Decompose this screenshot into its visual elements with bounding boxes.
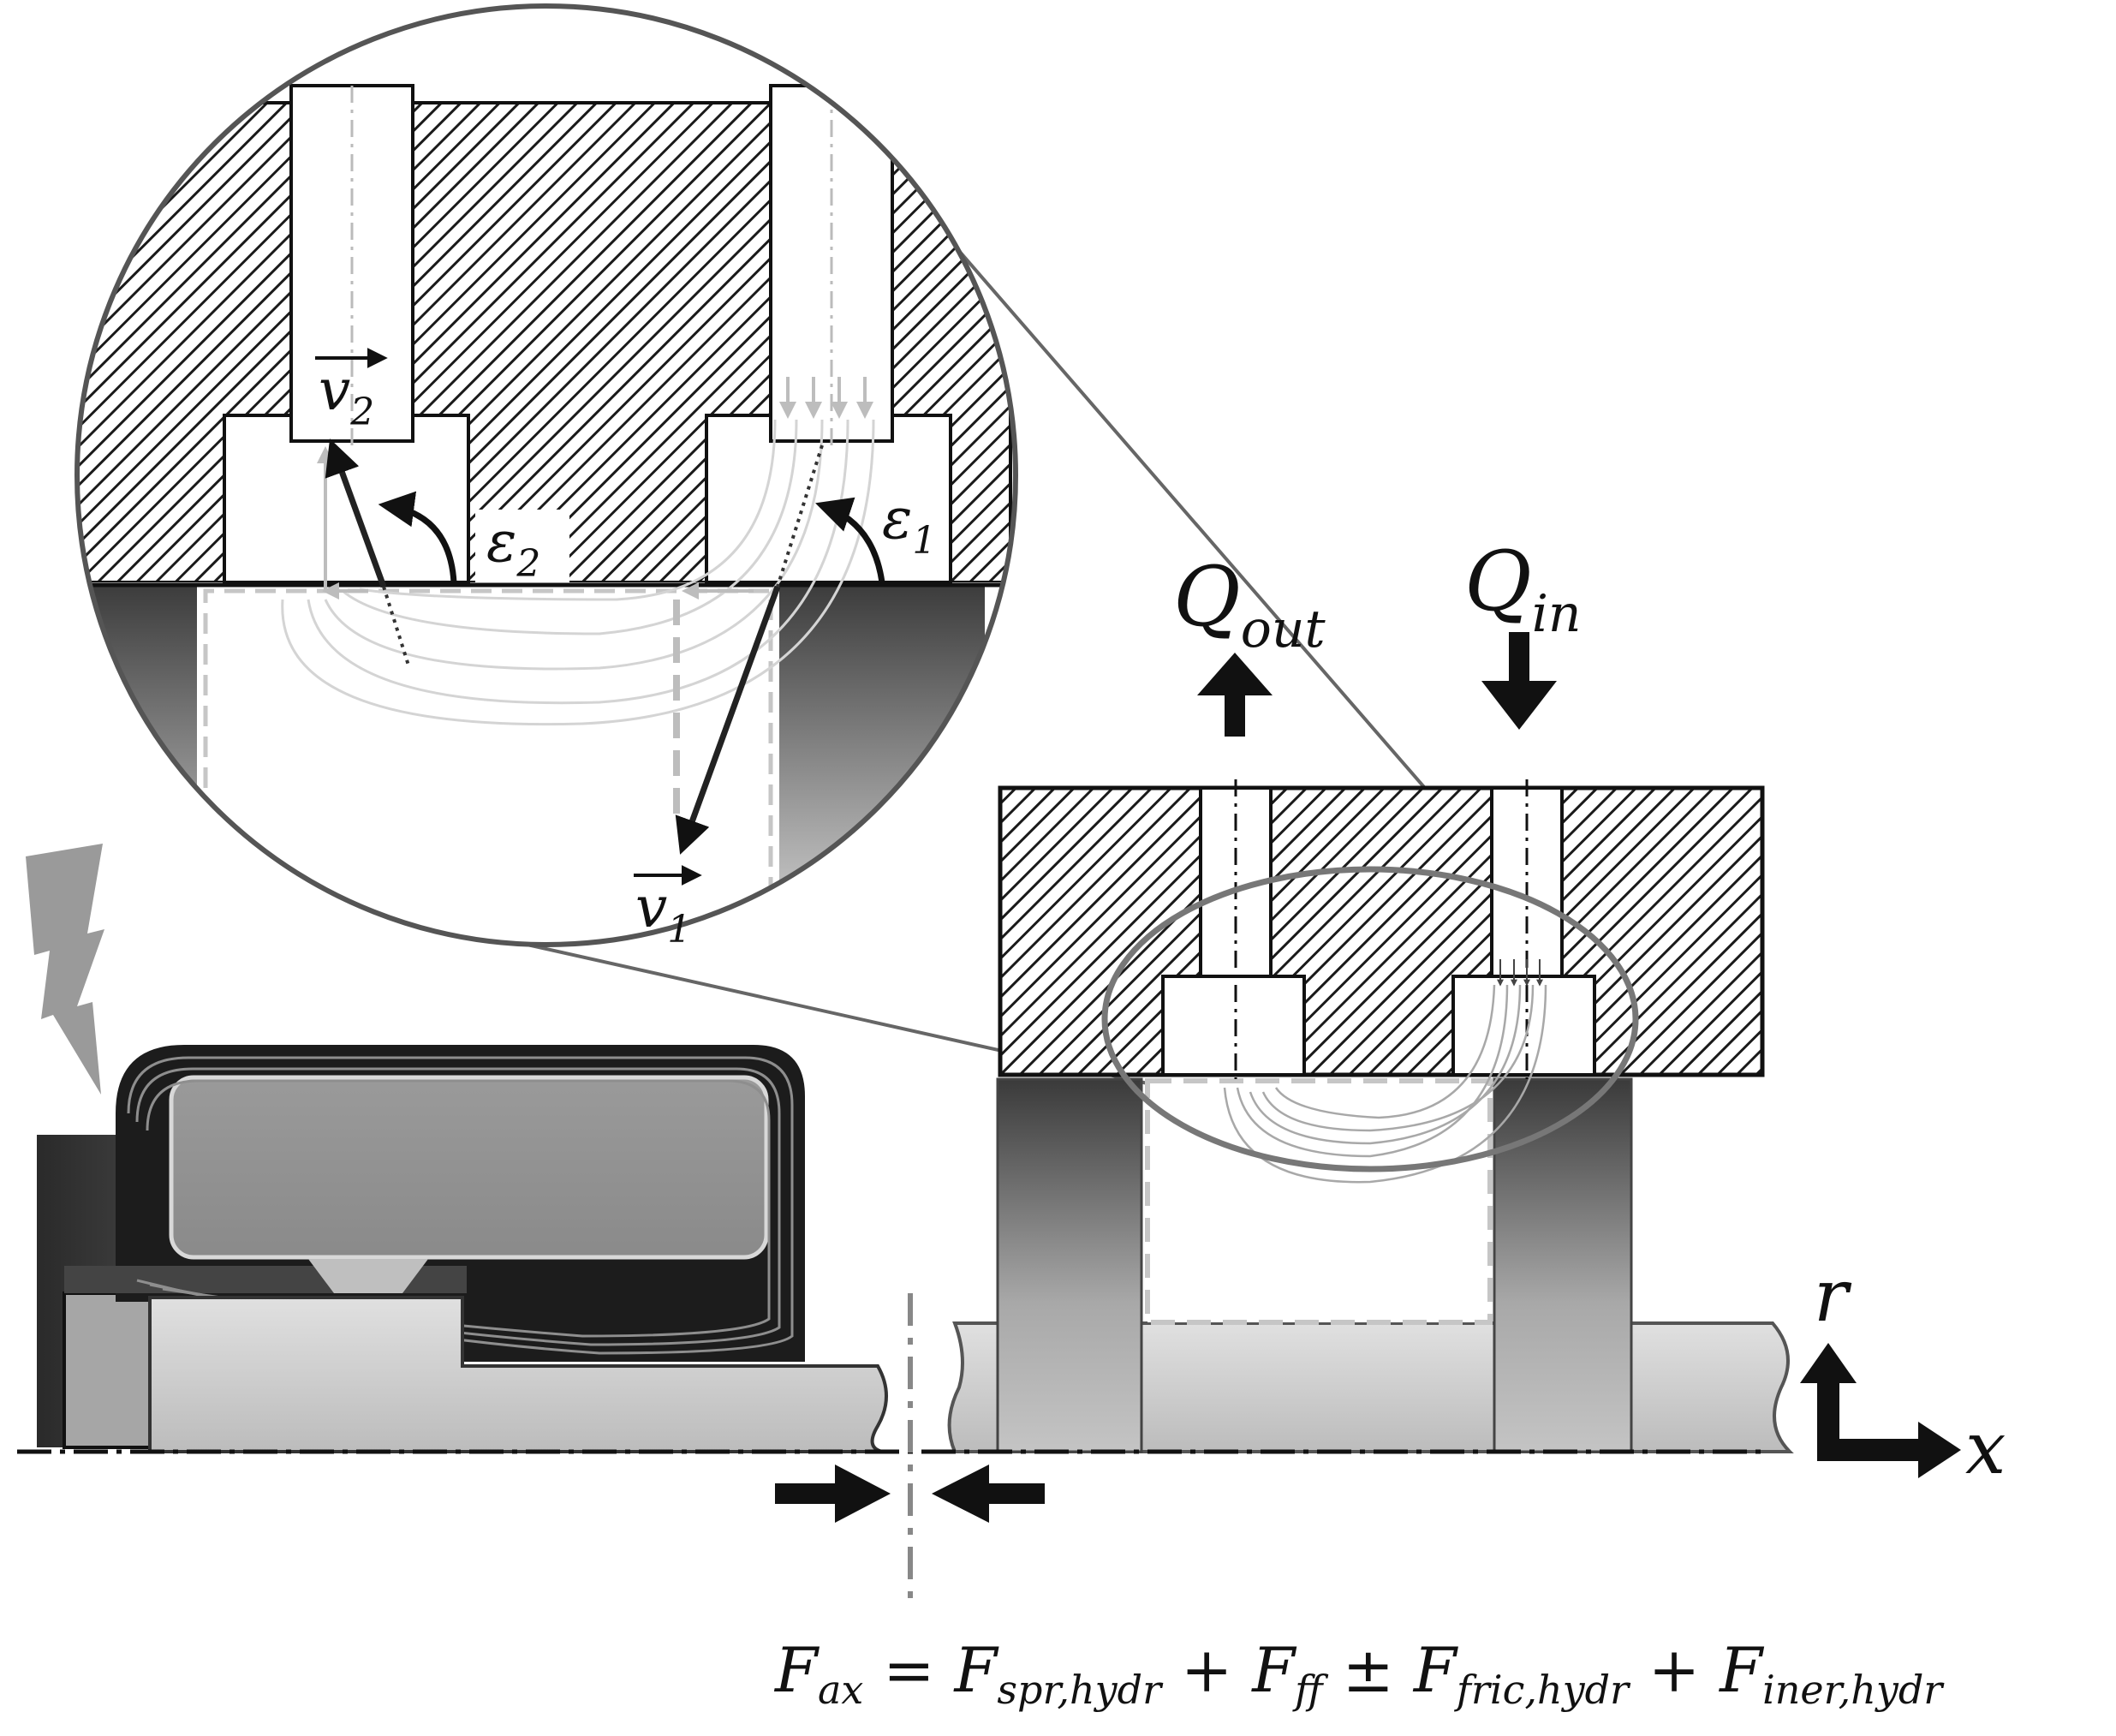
coordinate-axes [1800, 1343, 1961, 1478]
yoke-left-inner [63, 1292, 152, 1449]
pole-cone [308, 1259, 428, 1293]
label-v1: v1 [634, 865, 702, 952]
zoom-control-volume [203, 588, 773, 942]
epsilon2-arc [378, 491, 457, 583]
label-v2: v2 [315, 348, 388, 434]
zoom-flow-lines [281, 419, 875, 726]
port-in-arrows [1497, 959, 1543, 987]
label-q-in: Qin [1464, 534, 1582, 644]
valve-assembly [947, 779, 1794, 1453]
force-arrow-right [932, 1465, 1045, 1523]
spool-land-left [996, 1077, 1143, 1453]
solenoid-actuator [37, 1045, 888, 1453]
svg-text:v2: v2 [319, 357, 374, 434]
zoom-circle-border [75, 3, 1018, 947]
coil-winding [169, 1075, 769, 1260]
q-in-arrow [1481, 632, 1557, 730]
axis-label-r: r [1814, 1254, 1852, 1338]
v2-vector [325, 438, 387, 588]
zoom-land-right [779, 585, 985, 945]
port-in-chamber [1451, 975, 1596, 1077]
spool-land-right [1493, 1077, 1633, 1453]
zoom-region-ellipse [1101, 866, 1639, 1172]
force-arrow-left [775, 1465, 891, 1523]
lightning-icon [26, 844, 104, 1095]
control-volume [1145, 1078, 1493, 1325]
valve-housing [998, 785, 1765, 1077]
valve-flow-lines [1223, 984, 1547, 1184]
label-epsilon1: ε1 [882, 486, 936, 563]
label-epsilon2: ε2 [486, 509, 540, 586]
force-balance-formula: Fax = Fspr,hydr + Fff ± Ffric,hydr + Fin… [773, 1634, 1945, 1713]
label-q-out: Qout [1173, 549, 1326, 659]
port-out-chamber [1161, 975, 1306, 1077]
svg-text:v1: v1 [635, 874, 691, 952]
v1-vector [675, 585, 781, 855]
q-out-arrow [1197, 653, 1273, 737]
epsilon1-arc [815, 497, 885, 583]
axis-label-x: x [1965, 1406, 2006, 1490]
